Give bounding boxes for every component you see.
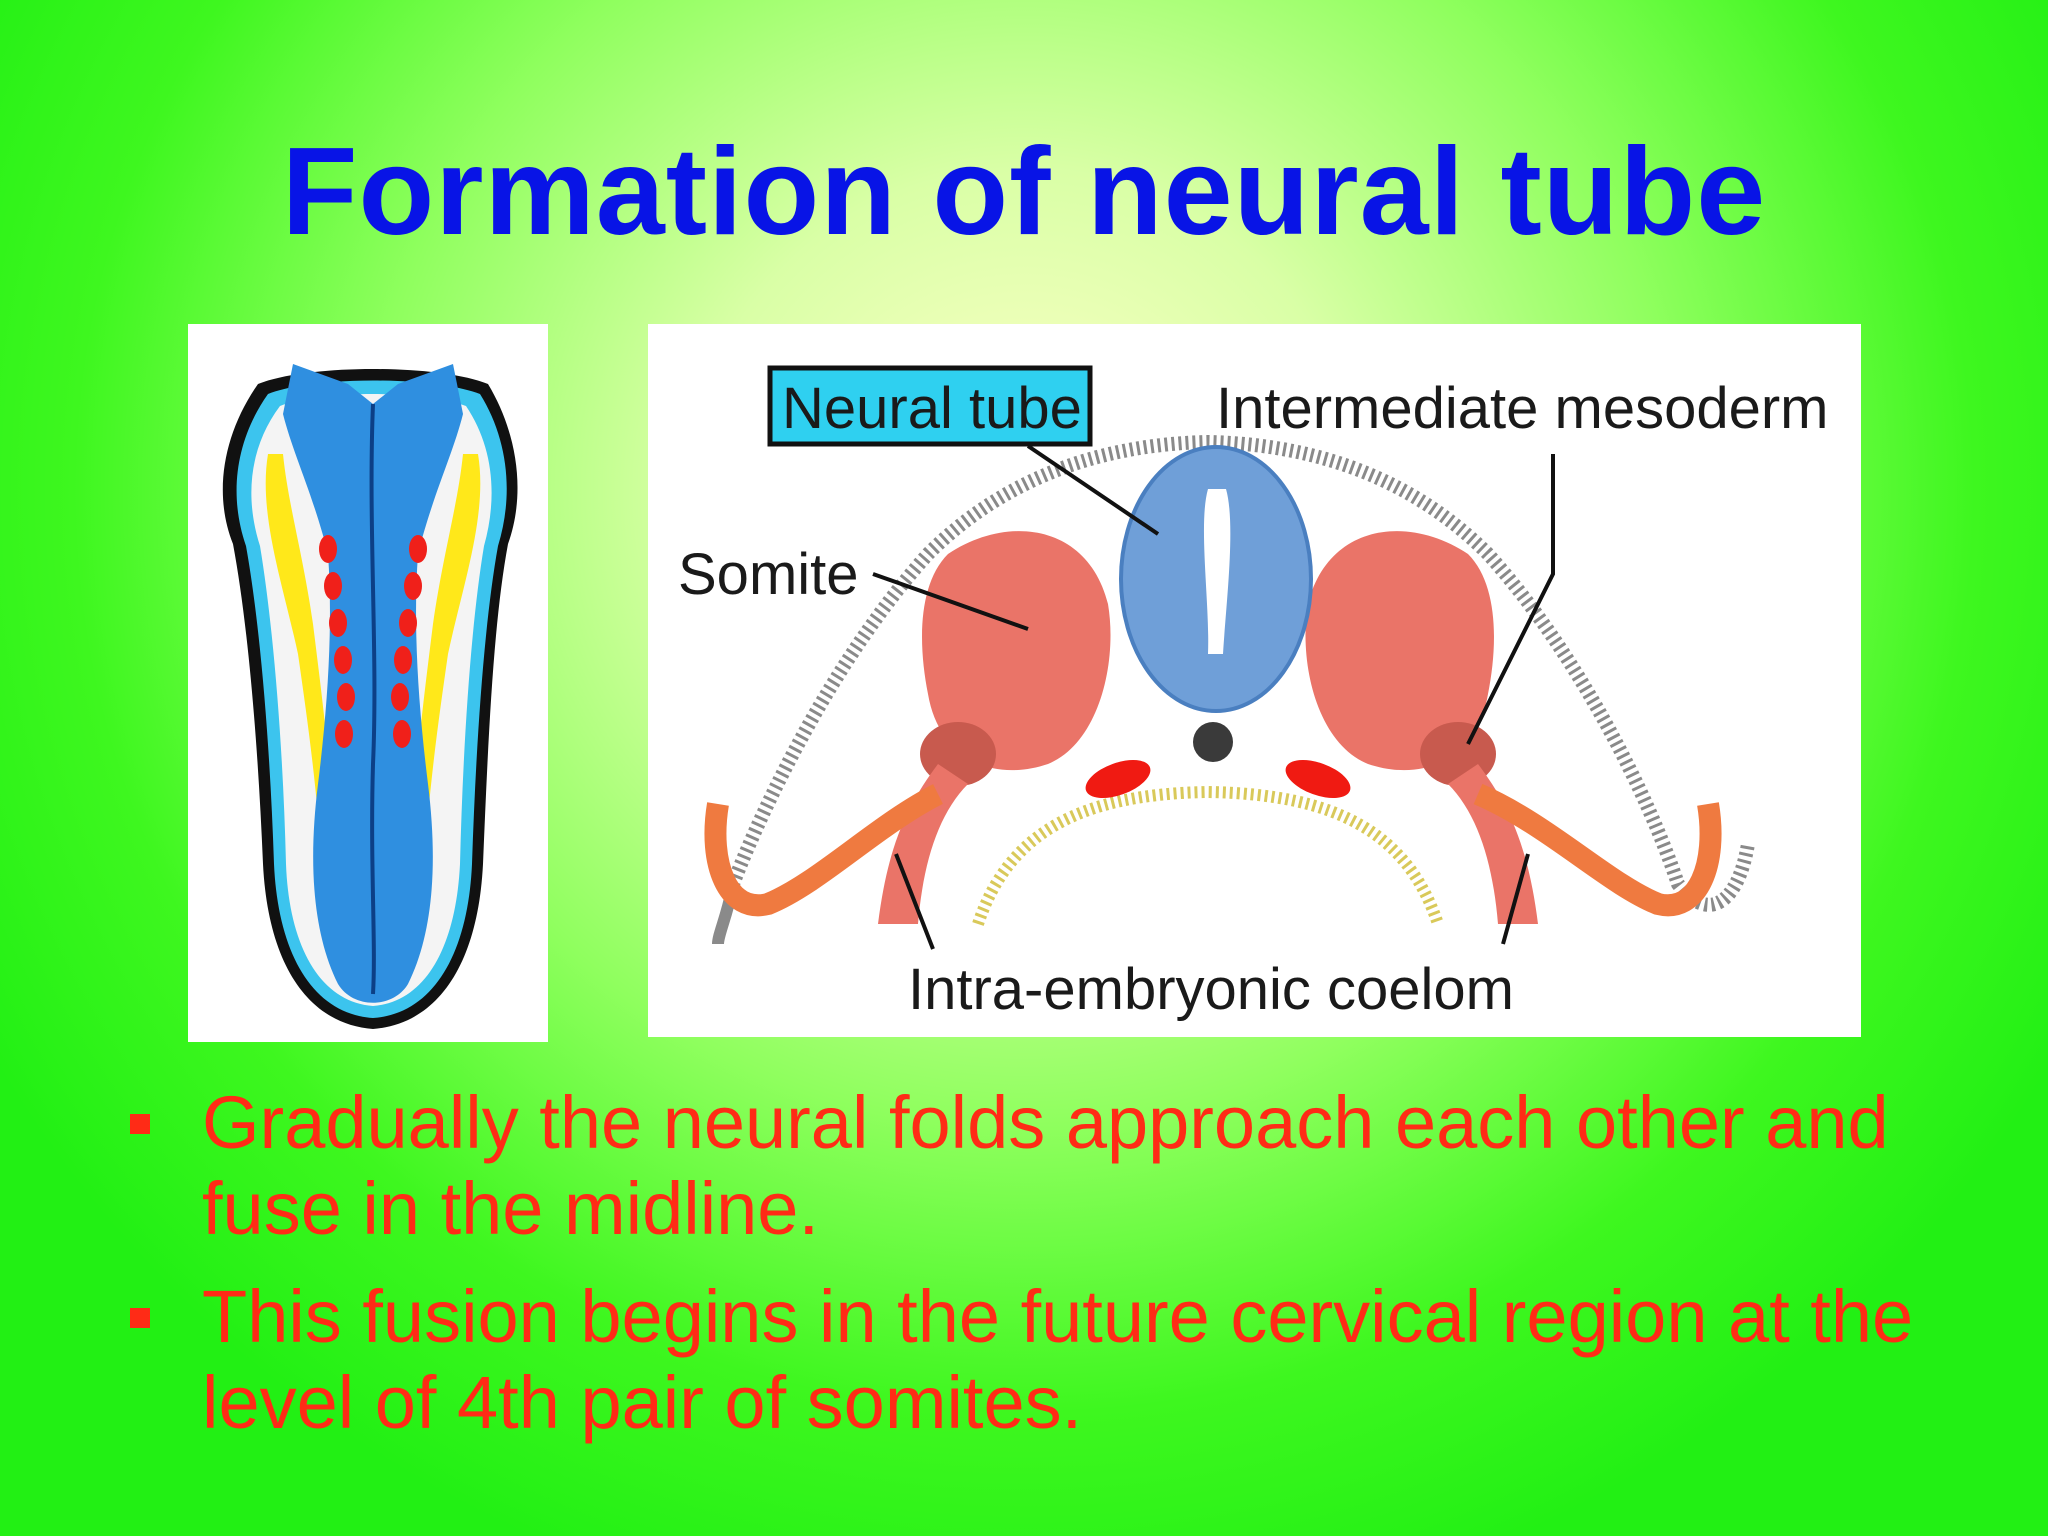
lateral-plate-right bbox=[1473, 783, 1722, 917]
somite-pointer bbox=[872, 572, 1029, 631]
coelom-pointer-left bbox=[894, 853, 935, 950]
notochord bbox=[1193, 722, 1233, 762]
endoderm-arch bbox=[972, 785, 1444, 926]
embryo-dorsal-view-drawing bbox=[222, 364, 518, 1029]
embryo-dorsal-view-image bbox=[188, 324, 548, 1042]
intermediate-mesoderm-label: Intermediate mesoderm bbox=[1216, 376, 1828, 441]
coelom-pointer-right bbox=[1501, 853, 1530, 945]
square-bullet-icon bbox=[130, 1308, 150, 1328]
dorsal-aorta-right bbox=[1285, 759, 1351, 799]
neural-tube-label-box bbox=[767, 365, 1093, 447]
intermediate-mesoderm-pointer bbox=[1466, 454, 1555, 745]
embryo-somites bbox=[319, 535, 427, 748]
neural-canal bbox=[1203, 489, 1231, 654]
somite-left bbox=[922, 531, 1111, 771]
cross-section-diagram-image: Neural tube Intermediate mesoderm Somite… bbox=[648, 324, 1861, 1037]
slide-title: Formation of neural tube bbox=[281, 123, 1767, 261]
lateral-mesoderm-right bbox=[1448, 764, 1538, 924]
dorsal-aorta-left bbox=[1085, 759, 1151, 799]
bullet-list: Gradually the neural folds approach each… bbox=[130, 1080, 1930, 1468]
ectoderm-arch bbox=[726, 434, 1755, 912]
neural-tube-label: Neural tube bbox=[782, 376, 1082, 441]
bullet-item: This fusion begins in the future cervica… bbox=[130, 1274, 1930, 1446]
cross-section-drawing: Neural tube Intermediate mesoderm Somite… bbox=[678, 365, 1828, 1022]
square-bullet-icon bbox=[130, 1114, 150, 1134]
somite-right bbox=[1305, 531, 1494, 771]
lateral-mesoderm-left bbox=[878, 764, 968, 924]
neural-tube-pointer bbox=[1026, 444, 1160, 536]
bullet-item: Gradually the neural folds approach each… bbox=[130, 1080, 1930, 1252]
bullet-text: This fusion begins in the future cervica… bbox=[202, 1275, 1914, 1444]
bullet-text: Gradually the neural folds approach each… bbox=[202, 1081, 1889, 1250]
somite-label: Somite bbox=[678, 542, 859, 607]
coelom-label: Intra-embryonic coelom bbox=[908, 957, 1514, 1022]
embryo-neural-groove bbox=[369, 403, 377, 995]
lateral-plate-left bbox=[704, 784, 943, 917]
